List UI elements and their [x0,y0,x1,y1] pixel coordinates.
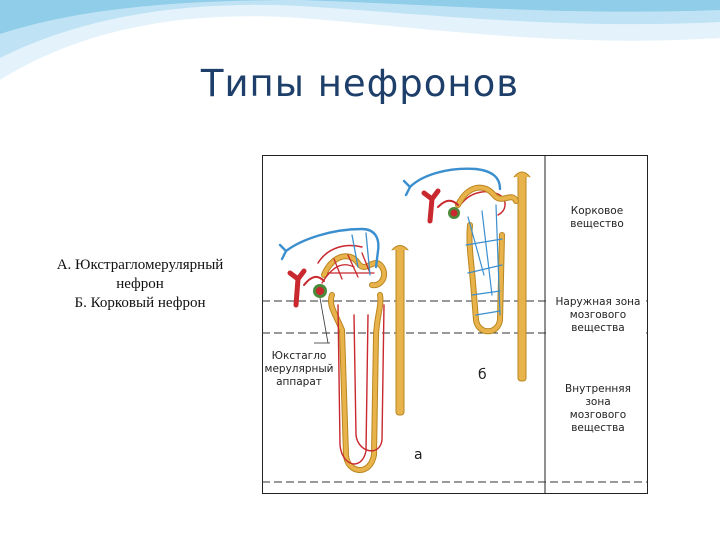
nephron-illustration [262,155,648,494]
jga-label-line-3: аппарат [276,376,322,388]
zone-label-inner-medulla-line-4: вещества [571,422,625,434]
zone-label-inner-medulla-line-1: Внутренняя [565,383,631,395]
zone-label-cortex-line-1: Корковое [570,205,624,217]
slide-title: Типы нефронов [200,62,520,105]
zone-label-outer-medulla: Наружная зона мозгового вещества [550,296,646,335]
jga-label-line-2: мерулярный [264,363,334,375]
legend-line-3: Б. Корковый нефрон [74,295,206,311]
zone-label-outer-medulla-line-2: мозгового [569,309,627,321]
zone-label-inner-medulla: Внутренняя зона мозгового вещества [554,383,642,435]
zone-label-outer-medulla-line-3: вещества [571,322,625,334]
zone-label-outer-medulla-line-1: Наружная зона [555,296,641,308]
zone-label-inner-medulla-line-2: зона [585,396,611,408]
header-wave [0,0,720,80]
juxtamedullary-nephron [278,227,409,473]
nephron-diagram: Корковое вещество Наружная зона мозговог… [262,155,648,495]
legend-line-1: А. Юкстрагломерулярный [56,257,224,273]
zone-label-cortex-line-2: вещество [570,218,624,230]
jga-label-line-1: Юкстагло [271,350,327,362]
cortical-nephron [402,167,531,382]
legend-line-2: нефрон [116,276,164,292]
letter-a: а [414,447,423,463]
zone-label-cortex: Корковое вещество [554,205,640,231]
jga-label: Юкстагло мерулярный аппарат [262,350,336,389]
nephron-legend: А. Юкстрагломерулярный нефрон Б. Корковы… [20,256,260,313]
letter-b: б [478,367,487,383]
zone-label-inner-medulla-line-3: мозгового [569,409,627,421]
